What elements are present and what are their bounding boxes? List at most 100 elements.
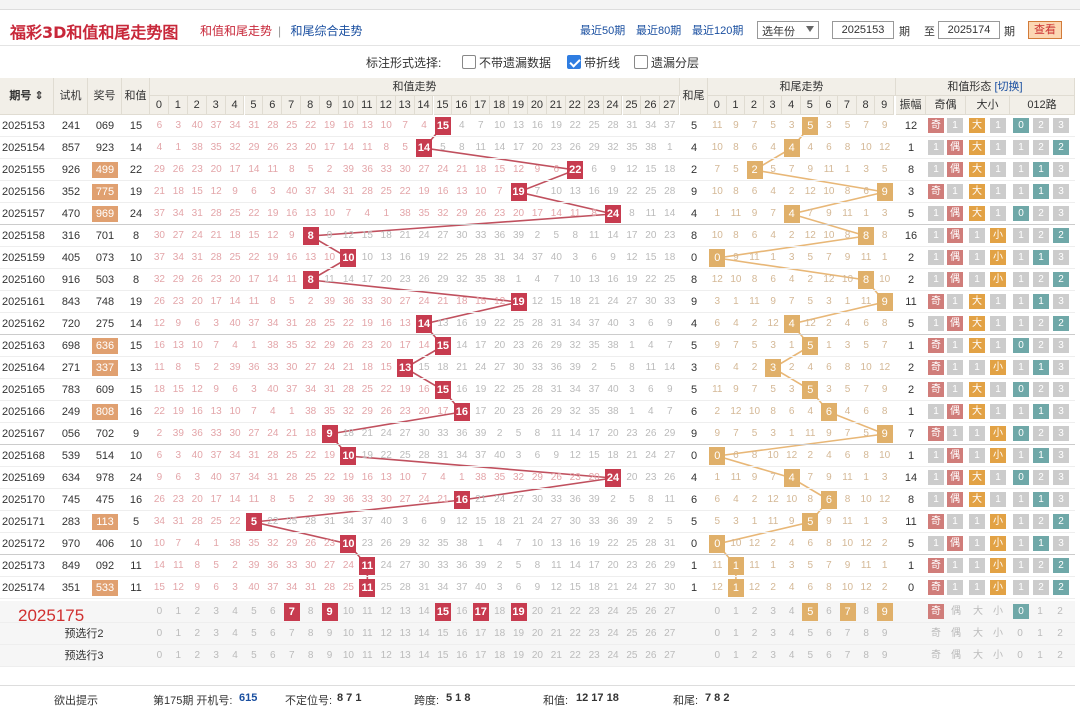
- predict-sum-cell[interactable]: 18: [494, 650, 506, 661]
- predict-sum-cell[interactable]: 18: [494, 606, 506, 617]
- predict-road[interactable]: 0: [1017, 628, 1023, 639]
- predict-sum-cell[interactable]: 13: [399, 650, 411, 661]
- predict-sum-cell[interactable]: 20: [531, 650, 543, 661]
- predict-sum-cell[interactable]: 22: [569, 628, 581, 639]
- predict-sum-cell[interactable]: 21: [550, 606, 562, 617]
- predict-parity[interactable]: 奇: [928, 604, 944, 619]
- predict-tail-cell[interactable]: 5: [807, 628, 814, 639]
- predict-sum-cell[interactable]: 10: [342, 650, 354, 661]
- predict-sum-cell[interactable]: 14: [418, 606, 430, 617]
- predict-sum-cell[interactable]: 16: [456, 650, 468, 661]
- predict-tail-cell[interactable]: 6: [826, 650, 832, 661]
- predict-sum-cell[interactable]: 26: [645, 650, 657, 661]
- layered-miss-checkbox[interactable]: [634, 55, 648, 69]
- predict-size[interactable]: 小: [993, 606, 1003, 617]
- predict-sum-cell[interactable]: 0: [156, 628, 163, 639]
- to-issue-input[interactable]: 2025174: [938, 21, 1000, 39]
- predict-sum-cell[interactable]: 10: [342, 606, 354, 617]
- predict-tail-cell[interactable]: 1: [733, 650, 739, 661]
- predict-size[interactable]: 大: [973, 650, 983, 661]
- predict-sum-cell[interactable]: 8: [307, 628, 314, 639]
- predict-tail-cell[interactable]: 1: [733, 628, 739, 639]
- predict-tail-ball[interactable]: 9: [876, 603, 893, 621]
- predict-tail-ball[interactable]: 5: [802, 603, 819, 621]
- with-lines-checkbox[interactable]: [567, 55, 581, 69]
- predict-sum-cell[interactable]: 11: [362, 606, 373, 617]
- predict-sum-cell[interactable]: 25: [626, 650, 638, 661]
- predict-sum-cell[interactable]: 27: [664, 650, 676, 661]
- predict-sum-cell[interactable]: 22: [569, 650, 581, 661]
- from-issue-input[interactable]: 2025153: [832, 21, 894, 39]
- predict-sum-cell[interactable]: 26: [645, 606, 657, 617]
- predict-tail-cell[interactable]: 4: [788, 628, 795, 639]
- predict-sum-cell[interactable]: 4: [232, 606, 238, 617]
- predict-sum-cell[interactable]: 15: [437, 650, 449, 661]
- predict-sum-cell[interactable]: 3: [213, 606, 219, 617]
- predict-sum-cell[interactable]: 3: [213, 628, 219, 639]
- predict-sum-cell[interactable]: 17: [475, 628, 487, 639]
- predict-sum-cell[interactable]: 5: [251, 628, 257, 639]
- predict-parity[interactable]: 偶: [951, 606, 961, 617]
- predict-size[interactable]: 大: [973, 606, 983, 617]
- predict-sum-cell[interactable]: 1: [175, 606, 182, 617]
- predict-tail-cell[interactable]: 9: [881, 650, 888, 661]
- predict-sum-cell[interactable]: 3: [213, 650, 219, 661]
- predict-tail-cell[interactable]: 5: [807, 650, 814, 661]
- predict-sum-cell[interactable]: 16: [456, 628, 468, 639]
- predict-parity[interactable]: 奇: [931, 650, 941, 661]
- predict-sum-cell[interactable]: 5: [251, 650, 257, 661]
- predict-sum-ball[interactable]: 7: [283, 603, 300, 621]
- predict-sum-cell[interactable]: 11: [362, 628, 373, 639]
- predict-sum-cell[interactable]: 14: [418, 628, 430, 639]
- predict-sum-cell[interactable]: 15: [437, 628, 449, 639]
- predict-sum-cell[interactable]: 6: [270, 628, 276, 639]
- predict-tail-cell[interactable]: 0: [714, 650, 721, 661]
- predict-sum-ball[interactable]: 15: [434, 603, 451, 621]
- predict-sum-cell[interactable]: 5: [251, 606, 257, 617]
- predict-sum-cell[interactable]: 12: [380, 606, 392, 617]
- predict-sum-cell[interactable]: 13: [399, 606, 411, 617]
- predict-parity[interactable]: 奇: [931, 628, 941, 639]
- predict-tail-cell[interactable]: 0: [714, 628, 721, 639]
- predict-sum-cell[interactable]: 2: [194, 628, 201, 639]
- predict-tail-cell[interactable]: 2: [751, 628, 758, 639]
- predict-sum-cell[interactable]: 19: [512, 650, 525, 661]
- predict-sum-cell[interactable]: 25: [626, 606, 638, 617]
- predict-sum-cell[interactable]: 23: [588, 628, 600, 639]
- predict-sum-cell[interactable]: 6: [270, 606, 276, 617]
- predict-tail-cell[interactable]: 4: [788, 650, 795, 661]
- predict-tail-cell[interactable]: 2: [751, 650, 758, 661]
- nav-link-sum-tail[interactable]: 和值和尾走势: [200, 24, 273, 38]
- predict-tail-cell[interactable]: 8: [863, 628, 869, 639]
- switch-link[interactable]: [切换]: [991, 81, 1023, 93]
- predict-sum-cell[interactable]: 6: [270, 650, 276, 661]
- recent-120-link[interactable]: 最近120期: [692, 25, 744, 37]
- predict-sum-cell[interactable]: 2: [194, 606, 201, 617]
- predict-sum-cell[interactable]: 24: [607, 628, 619, 639]
- predict-road[interactable]: 1: [1037, 606, 1043, 617]
- predict-sum-cell[interactable]: 21: [550, 628, 562, 639]
- predict-sum-cell[interactable]: 19: [512, 628, 525, 639]
- predict-sum-cell[interactable]: 4: [232, 650, 238, 661]
- predict-tail-cell[interactable]: 7: [844, 650, 851, 661]
- predict-road[interactable]: 2: [1057, 650, 1063, 661]
- predict-sum-cell[interactable]: 9: [326, 650, 333, 661]
- predict-sum-cell[interactable]: 12: [380, 650, 392, 661]
- predict-sum-cell[interactable]: 24: [607, 606, 619, 617]
- predict-road[interactable]: 0: [1013, 604, 1029, 619]
- predict-sum-cell[interactable]: 20: [531, 606, 543, 617]
- predict-tail-ball[interactable]: 7: [839, 603, 856, 621]
- predict-road[interactable]: 2: [1057, 628, 1063, 639]
- predict-size[interactable]: 小: [993, 650, 1003, 661]
- predict-sum-cell[interactable]: 13: [399, 628, 411, 639]
- predict-sum-cell[interactable]: 4: [232, 628, 238, 639]
- predict-sum-cell[interactable]: 27: [664, 628, 676, 639]
- predict-sum-ball[interactable]: 19: [510, 603, 527, 621]
- predict-sum-cell[interactable]: 12: [380, 628, 392, 639]
- no-miss-data-checkbox[interactable]: [462, 55, 476, 69]
- predict-sum-cell[interactable]: 18: [494, 628, 506, 639]
- predict-sum-cell[interactable]: 1: [175, 628, 182, 639]
- predict-tail-cell[interactable]: 8: [863, 606, 869, 617]
- predict-tail-cell[interactable]: 0: [714, 606, 721, 617]
- predict-tail-cell[interactable]: 3: [770, 650, 776, 661]
